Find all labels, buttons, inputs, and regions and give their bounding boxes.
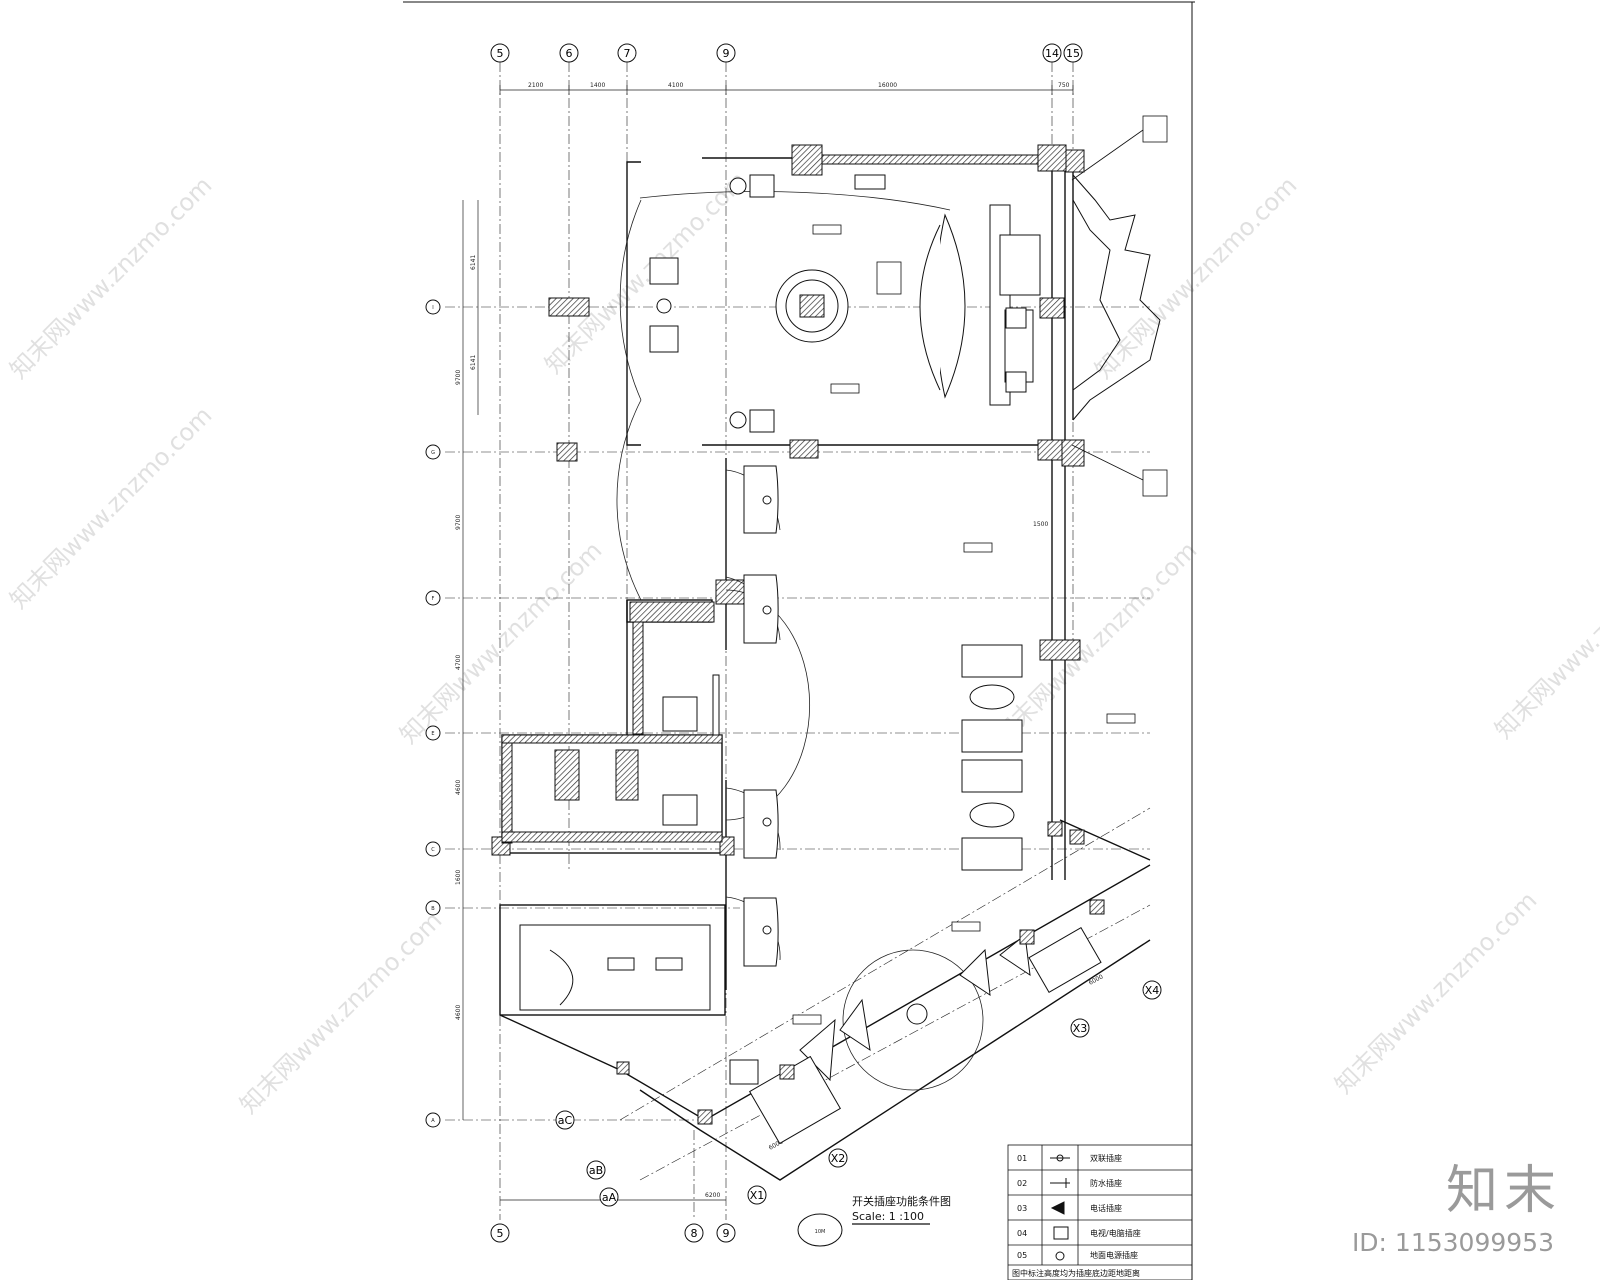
axis-label-left: E: [431, 731, 434, 737]
brand-logo: 知末: [1445, 1161, 1562, 1221]
axis-label-diagonal: aA: [602, 1191, 617, 1204]
sheet-frame: [403, 1, 1195, 1280]
axis-label-bottom: 8: [691, 1227, 698, 1240]
dim-top: 4100: [668, 82, 683, 89]
axis-label-bottom: 5: [497, 1227, 504, 1240]
section-symbol: [797, 1213, 843, 1247]
drawing-title-block: 10M 开关插座功能条件图 Scale: 1 :100: [797, 1194, 951, 1247]
legend-symbols: [1050, 1154, 1070, 1261]
drawing-title: 开关插座功能条件图: [852, 1194, 951, 1208]
legend-note: 图中标注高度均为插座底边距地距离: [1012, 1268, 1140, 1278]
drawing-scale: Scale: 1 :100: [852, 1210, 924, 1223]
legend-label: 防水插座: [1090, 1178, 1122, 1188]
watermark: 知末网www.znzmo.com: [1489, 531, 1600, 744]
image-id: ID: 1153099953: [1351, 1228, 1554, 1257]
legend-code: 05: [1017, 1251, 1027, 1260]
axis-label-diagonal: X3: [1073, 1022, 1088, 1035]
legend-code: 01: [1017, 1154, 1027, 1163]
axis-label-left: A: [431, 1118, 435, 1124]
watermark: 知末网www.znzmo.com: [539, 166, 752, 379]
structural-columns: [491, 144, 1085, 856]
axis-label-top: 5: [497, 47, 504, 60]
dim-left: 4700: [455, 655, 462, 670]
dim-left: 9700: [455, 370, 462, 385]
axis-label-left: G: [431, 450, 435, 456]
axis-label-diagonal: X2: [831, 1152, 846, 1165]
axis-label-diagonal: aC: [558, 1114, 573, 1127]
dim-left: 6141: [470, 355, 477, 370]
axis-label-left: I: [432, 305, 433, 311]
axis-label-left: F: [432, 596, 435, 602]
legend-code: 04: [1017, 1229, 1027, 1238]
curtain-wall: [1072, 174, 1161, 421]
axis-label-top: 9: [723, 47, 730, 60]
watermark: 知末网www.znzmo.com: [234, 906, 447, 1119]
facade-elements: [616, 821, 1105, 1145]
legend-label: 双联插座: [1090, 1153, 1122, 1163]
legend-code: 03: [1017, 1204, 1027, 1213]
dim-left: 4600: [455, 1005, 462, 1020]
dim-left: 1600: [455, 870, 462, 885]
dim-top: 2100: [528, 82, 543, 89]
watermark: 知末网www.znzmo.com: [1329, 886, 1542, 1099]
dim-inner: 1500: [1033, 521, 1048, 528]
dim-top: 750: [1058, 82, 1070, 89]
axis-label-top: 6: [566, 47, 573, 60]
outlet-tags: [792, 115, 1168, 1025]
legend-label: 地面电源插座: [1090, 1250, 1138, 1260]
legend-label: 电视/电脑插座: [1090, 1228, 1141, 1238]
axis-label-left: B: [431, 906, 435, 912]
axis-labels: 5 6 7 9 14 15 5 8 9 I G F E C B A aC aB …: [431, 47, 1159, 1240]
watermark: 知末网www.znzmo.com: [4, 171, 217, 384]
dim-left: 4600: [455, 780, 462, 795]
dim-top: 1400: [590, 82, 605, 89]
dim-top: 16000: [878, 82, 897, 89]
axis-label-top: 15: [1066, 47, 1080, 60]
booths: [743, 465, 779, 967]
legend-code: 02: [1017, 1179, 1027, 1188]
axis-label-diagonal: aB: [589, 1164, 603, 1177]
axis-label-bottom: 9: [723, 1227, 730, 1240]
dim-bottom: 6200: [705, 1192, 720, 1199]
watermark: 知末网www.znzmo.com: [1089, 171, 1302, 384]
axis-label-top: 7: [624, 47, 631, 60]
watermark: 知末网www.znzmo.com: [394, 536, 607, 749]
section-symbol-label: 10M: [815, 1229, 826, 1235]
legend-label: 电话插座: [1090, 1203, 1122, 1213]
axis-label-diagonal: X1: [750, 1189, 765, 1202]
watermark: 知末网www.znzmo.com: [989, 536, 1202, 749]
axis-label-diagonal: X4: [1145, 984, 1160, 997]
dim-left: 9700: [455, 515, 462, 530]
watermark: 知末网www.znzmo.com: [4, 401, 217, 614]
axis-bubbles: [425, 43, 1162, 1243]
legend-text: 01 双联插座 02 防水插座 03 电话插座 04 电视/电脑插座 05 地面…: [1012, 1153, 1141, 1278]
axis-label-top: 14: [1045, 47, 1059, 60]
legend-table: [1007, 1144, 1193, 1280]
dim-left: 6141: [470, 255, 477, 270]
furniture: [519, 174, 1041, 1011]
axis-label-left: C: [431, 847, 435, 853]
